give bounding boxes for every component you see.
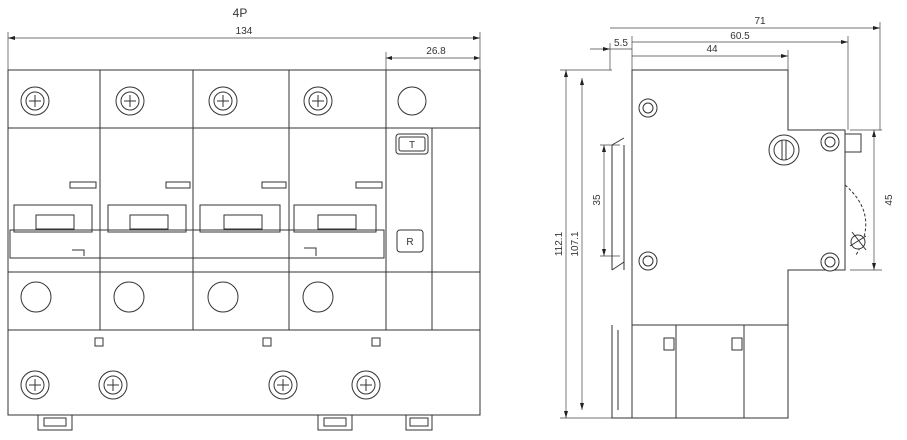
test-button: T bbox=[395, 133, 429, 155]
bottom-hole bbox=[207, 281, 239, 313]
depth-front-dimension: 44 bbox=[632, 44, 789, 70]
rail-clip-icon bbox=[37, 415, 433, 431]
height-body-dimension: 107.1 bbox=[570, 78, 584, 410]
width-dimension: 134 bbox=[7, 26, 481, 70]
front-height-dimension: 45 bbox=[850, 129, 895, 271]
svg-text:35: 35 bbox=[592, 194, 603, 206]
screw-terminal-icon bbox=[820, 132, 840, 272]
height-total-dimension: 112.1 bbox=[554, 69, 612, 419]
side-view: 71 60.5 44 5.5 112.1 bbox=[554, 16, 895, 419]
linkage-bar bbox=[9, 229, 385, 259]
toggle-lever-icon bbox=[844, 133, 867, 256]
svg-text:71: 71 bbox=[754, 16, 766, 27]
screw-terminal-icon bbox=[20, 86, 50, 116]
svg-text:60.5: 60.5 bbox=[730, 31, 750, 42]
rail-pitch-dimension: 35 bbox=[592, 144, 620, 257]
bottom-hole bbox=[20, 281, 52, 313]
total-depth-dimension: 71 bbox=[610, 16, 881, 130]
screw-terminal-icon bbox=[351, 370, 381, 400]
bottom-hole bbox=[302, 281, 334, 313]
pole-label: 4P bbox=[233, 6, 248, 20]
neutral-width-dimension: 26.8 bbox=[385, 46, 480, 70]
svg-text:112.1: 112.1 bbox=[554, 231, 565, 256]
depth-mid-dimension: 60.5 bbox=[632, 31, 849, 130]
toggle-lever-icon bbox=[69, 181, 383, 189]
svg-text:44: 44 bbox=[706, 44, 718, 55]
bottom-hole bbox=[113, 281, 145, 313]
neutral-terminal-hole bbox=[397, 86, 427, 116]
svg-text:T: T bbox=[409, 140, 415, 151]
svg-text:5.5: 5.5 bbox=[614, 38, 628, 49]
rotary-knob-icon bbox=[768, 134, 800, 166]
breaker-outline bbox=[7, 69, 481, 416]
reset-button: R bbox=[396, 229, 424, 253]
screw-terminal-icon bbox=[268, 370, 298, 400]
neutral-width-label: 26.8 bbox=[426, 46, 446, 57]
front-view: 4P 134 26.8 bbox=[7, 6, 481, 431]
screw-terminal-icon bbox=[20, 370, 50, 400]
svg-text:R: R bbox=[406, 237, 413, 248]
rail-offset-dimension: 5.5 bbox=[590, 36, 633, 70]
screw-terminal-icon bbox=[303, 86, 333, 116]
width-label: 134 bbox=[236, 26, 253, 37]
svg-text:107.1: 107.1 bbox=[570, 231, 581, 256]
handle-block bbox=[13, 204, 377, 233]
screw-terminal-icon bbox=[98, 370, 128, 400]
svg-text:45: 45 bbox=[884, 194, 895, 206]
screw-terminal-icon bbox=[208, 86, 238, 116]
screw-terminal-icon bbox=[115, 86, 145, 116]
side-body-outline bbox=[631, 69, 846, 326]
